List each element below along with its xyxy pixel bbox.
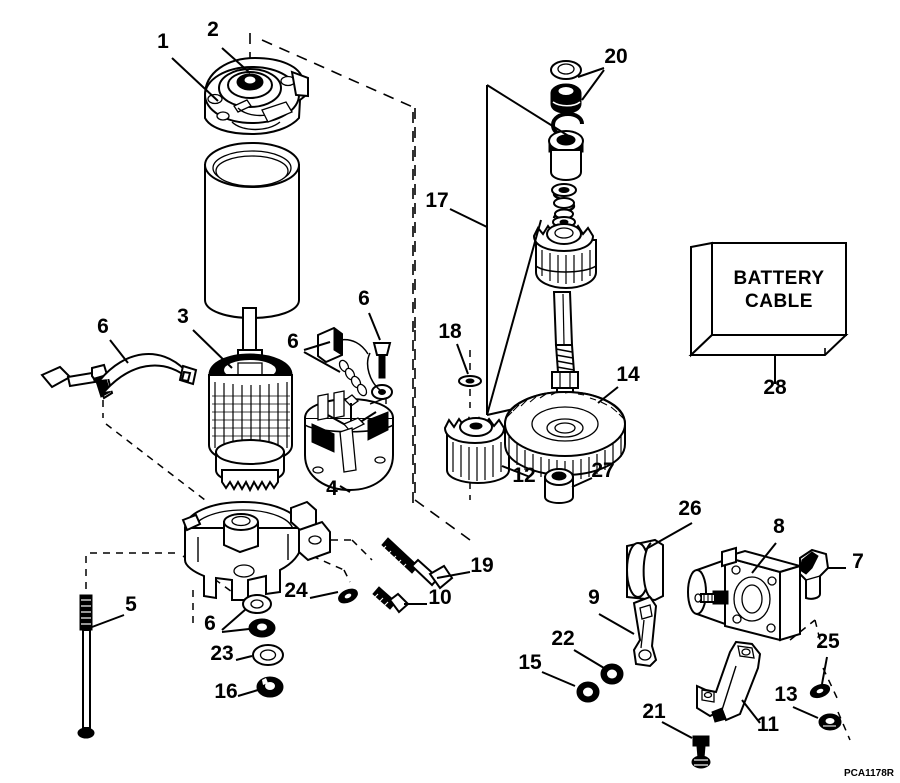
part-washer-6 bbox=[242, 594, 272, 614]
callout-15: 15 bbox=[518, 651, 542, 674]
part-brush-screw bbox=[366, 342, 393, 400]
part-brush-block bbox=[317, 326, 369, 364]
part-bolt-long-19 bbox=[381, 537, 454, 590]
callout-13: 13 bbox=[774, 683, 797, 706]
callout-20: 20 bbox=[604, 45, 627, 68]
part-drive-head-housing bbox=[204, 56, 309, 136]
callout-18: 18 bbox=[438, 320, 462, 343]
callout-8: 8 bbox=[773, 515, 785, 538]
part-washer-25 bbox=[809, 683, 831, 699]
callout-19: 19 bbox=[470, 554, 493, 577]
callout-27: 27 bbox=[591, 459, 614, 482]
callout-1: 1 bbox=[157, 30, 169, 53]
part-pinion-gear-12 bbox=[443, 416, 510, 485]
part-motor-frame-can bbox=[204, 142, 300, 320]
part-nut-22 bbox=[600, 663, 624, 685]
diagram-corner-code: PCA1178R bbox=[844, 768, 895, 779]
callout-24: 24 bbox=[284, 579, 308, 602]
part-brush-spring bbox=[338, 359, 368, 397]
part-drive-gear-14 bbox=[504, 390, 626, 481]
callout-10: 10 bbox=[428, 586, 451, 609]
part-battery-cable-box bbox=[688, 241, 849, 358]
callout-21: 21 bbox=[642, 700, 666, 723]
callout-16: 16 bbox=[214, 680, 237, 703]
part-seal-20b bbox=[550, 83, 582, 114]
callout-12: 12 bbox=[512, 464, 535, 487]
callout-2: 2 bbox=[207, 18, 219, 41]
part-washer-24 bbox=[338, 588, 358, 604]
callout-28: 28 bbox=[763, 376, 787, 399]
callout-22: 22 bbox=[551, 627, 574, 650]
callout-7: 7 bbox=[852, 550, 864, 573]
part-through-bolt-long bbox=[77, 594, 95, 739]
part-drive-spring bbox=[551, 183, 577, 228]
part-nut-13 bbox=[818, 713, 842, 731]
part-drive-retainer-20 bbox=[550, 60, 582, 80]
part-terminal-boot-7 bbox=[799, 548, 830, 600]
part-solenoid-8 bbox=[687, 546, 804, 642]
part-screw-21 bbox=[691, 735, 711, 769]
callout-26: 26 bbox=[678, 497, 701, 520]
part-armature bbox=[208, 307, 293, 493]
callout-leader-lines bbox=[91, 47, 846, 739]
part-pinion-drive bbox=[532, 223, 597, 290]
callout-numbers: 1 2 3 4 5 6 6 6 6 7 8 9 10 11 12 13 14 1… bbox=[97, 18, 864, 736]
callout-23: 23 bbox=[210, 642, 233, 665]
callout-17: 17 bbox=[425, 189, 448, 212]
part-bolt-short-10 bbox=[372, 586, 410, 614]
callout-6b: 6 bbox=[287, 330, 299, 353]
callout-6c: 6 bbox=[358, 287, 370, 310]
callout-11: 11 bbox=[757, 713, 780, 736]
part-lower-housing-bracket bbox=[181, 500, 331, 601]
battery-cable-label-line1: BATTERY bbox=[733, 268, 824, 289]
part-bushing-27 bbox=[544, 468, 574, 505]
callout-6d: 6 bbox=[204, 612, 216, 635]
part-thrust-washer-18 bbox=[458, 375, 482, 387]
part-brush-holder-end-cap bbox=[304, 390, 394, 492]
part-lock-nut-16 bbox=[256, 676, 284, 698]
callout-3: 3 bbox=[177, 305, 189, 328]
callout-6a: 6 bbox=[97, 315, 109, 338]
callout-9: 9 bbox=[588, 586, 600, 609]
part-solenoid-bracket-11 bbox=[696, 640, 762, 723]
part-solenoid-cover-26 bbox=[626, 538, 664, 602]
callout-5: 5 bbox=[125, 593, 137, 616]
part-nut-15 bbox=[576, 681, 600, 703]
battery-cable-label-line2: CABLE bbox=[745, 291, 813, 312]
callout-4: 4 bbox=[326, 477, 338, 500]
part-nut-6 bbox=[248, 618, 276, 638]
part-spring-collar bbox=[548, 130, 584, 182]
callout-25: 25 bbox=[816, 630, 840, 653]
part-strap-connector-9 bbox=[632, 595, 658, 668]
callout-14: 14 bbox=[616, 363, 640, 386]
part-brush-lead-cable bbox=[40, 353, 198, 400]
part-flat-washer-23 bbox=[252, 644, 284, 666]
